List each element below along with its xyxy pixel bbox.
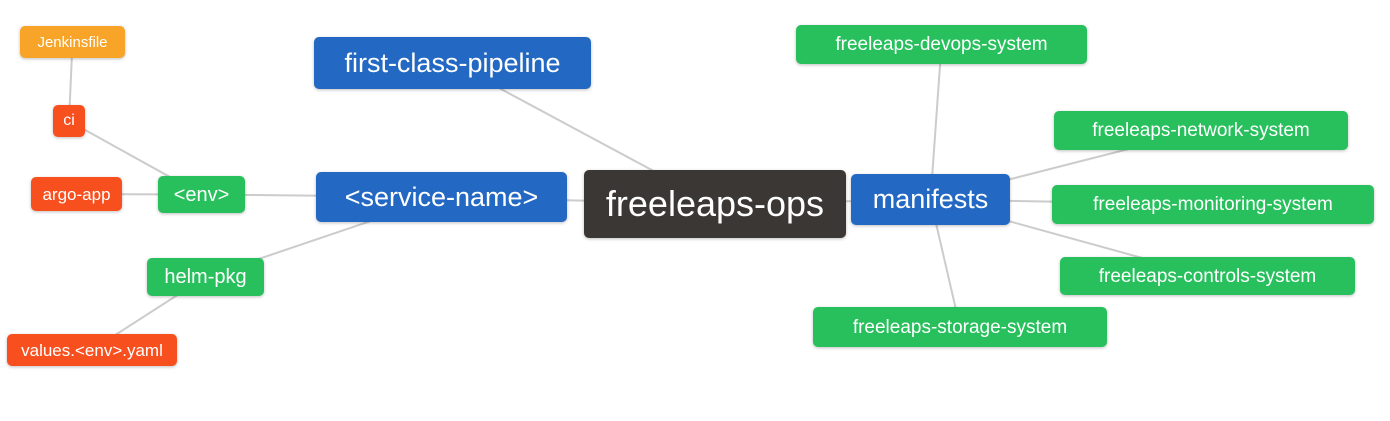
- node-monitoring-system[interactable]: freeleaps-monitoring-system: [1052, 185, 1374, 224]
- node-controls-system[interactable]: freeleaps-controls-system: [1060, 257, 1355, 295]
- node-storage-system[interactable]: freeleaps-storage-system: [813, 307, 1107, 347]
- node-service-name[interactable]: <service-name>: [316, 172, 567, 222]
- node-manifests[interactable]: manifests: [851, 174, 1010, 225]
- node-env[interactable]: <env>: [158, 176, 245, 213]
- node-ci[interactable]: ci: [53, 105, 85, 137]
- node-first-class-pipeline[interactable]: first-class-pipeline: [314, 37, 591, 89]
- node-devops-system[interactable]: freeleaps-devops-system: [796, 25, 1087, 64]
- node-argo-app[interactable]: argo-app: [31, 177, 122, 211]
- node-jenkinsfile[interactable]: Jenkinsfile: [20, 26, 125, 58]
- node-network-system[interactable]: freeleaps-network-system: [1054, 111, 1348, 150]
- node-freeleaps-ops[interactable]: freeleaps-ops: [584, 170, 846, 238]
- node-values-yaml[interactable]: values.<env>.yaml: [7, 334, 177, 366]
- node-helm-pkg[interactable]: helm-pkg: [147, 258, 264, 296]
- edge-manifests-devops-system: [929, 44, 943, 200]
